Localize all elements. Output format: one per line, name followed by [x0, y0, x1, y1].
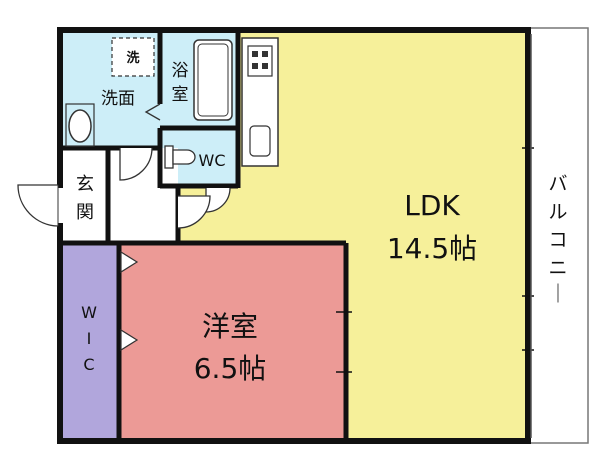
wic-label-i: I: [87, 329, 92, 348]
entrance-label-bottom: 関: [76, 202, 94, 223]
balcony-char-long-vowel: ｜: [548, 283, 567, 305]
balcony-char: ル: [548, 201, 567, 223]
balcony-label: バ ル コ ニ ｜: [548, 173, 567, 305]
wic-floor: [63, 243, 119, 438]
wic-label-c: C: [83, 355, 94, 374]
washing-machine-space: [111, 37, 155, 77]
bathtub-icon: [193, 39, 233, 121]
kitchen-sink-icon: [249, 125, 271, 157]
balcony-floor: [527, 27, 589, 444]
western-room-name: 洋室: [202, 310, 258, 343]
western-room-size: 6.5帖: [194, 352, 267, 385]
ldk-size: 14.5帖: [387, 232, 477, 265]
western-room-floor: [119, 243, 344, 438]
wc-label: WC: [199, 151, 226, 170]
stove-icon: [247, 45, 273, 77]
wash-basin-counter-icon: [65, 103, 95, 147]
balcony-char: バ: [548, 173, 567, 195]
toilet-icon: [164, 145, 196, 169]
ldk-name: LDK: [404, 189, 460, 222]
balcony-char: ニ: [548, 257, 567, 279]
bathtub-inner-icon: [197, 43, 229, 117]
partition-marks: [336, 147, 534, 373]
bath-label-bottom: 室: [172, 85, 189, 105]
bath-label-top: 浴: [172, 61, 189, 81]
wic-label-w: W: [81, 303, 97, 322]
entrance-floor: [63, 148, 108, 243]
wic-door-marks: [120, 250, 139, 352]
burner-icons: [252, 51, 268, 69]
washroom-label: 洗面: [101, 89, 135, 109]
doors: [17, 103, 231, 229]
exterior-walls: [57, 27, 531, 444]
entrance-label-top: 玄: [76, 174, 94, 195]
balcony-char: コ: [548, 229, 567, 251]
wash-mark-label: 洗: [126, 50, 139, 66]
wash-basin-icon: [68, 109, 92, 143]
